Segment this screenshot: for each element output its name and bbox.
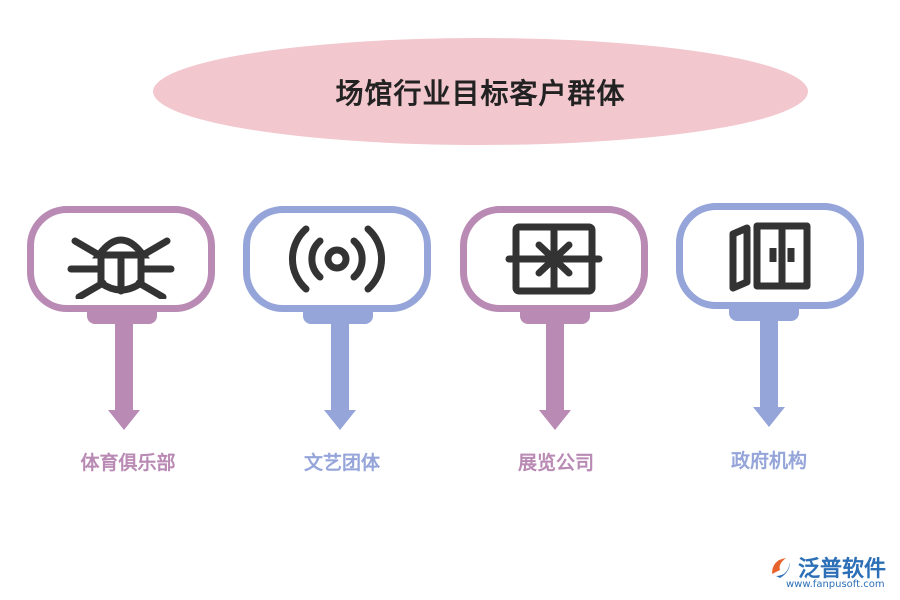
card-sports-club [27,206,215,312]
label-sports-club: 体育俱乐部 [80,452,176,474]
title-banner: 场馆行业目标客户群体 [153,38,808,145]
card-exhibition-company [460,206,648,312]
arrow-shaft [331,324,349,412]
logo-name: 泛普软件 [798,557,887,582]
broadcast-icon [289,225,385,293]
card-art-troupe [243,206,431,312]
bug-icon [67,236,175,299]
arrow-head [539,410,571,430]
brand-logo: 泛普软件 [768,551,886,583]
connector-tab [303,310,373,324]
connector-tab [729,307,799,321]
arrow-shaft [760,321,778,409]
arrow-head [753,407,785,427]
door-panels-icon [729,222,811,292]
logo-mark-icon [772,558,790,578]
arrow-head [108,410,140,430]
label-art-troupe: 文艺团体 [303,452,380,474]
label-exhibition-company: 展览公司 [517,452,594,474]
connector-tab [87,310,157,324]
card-government-agency [676,203,864,309]
label-government-agency: 政府机构 [730,450,807,472]
logo-url: www.fanpusoft.com [786,579,885,590]
gift-box-icon [505,223,603,295]
arrow-head [324,410,356,430]
arrow-shaft [546,324,564,412]
arrow-shaft [115,324,133,412]
connector-tab [520,310,590,324]
diagram-title: 场馆行业目标客户群体 [335,76,626,110]
